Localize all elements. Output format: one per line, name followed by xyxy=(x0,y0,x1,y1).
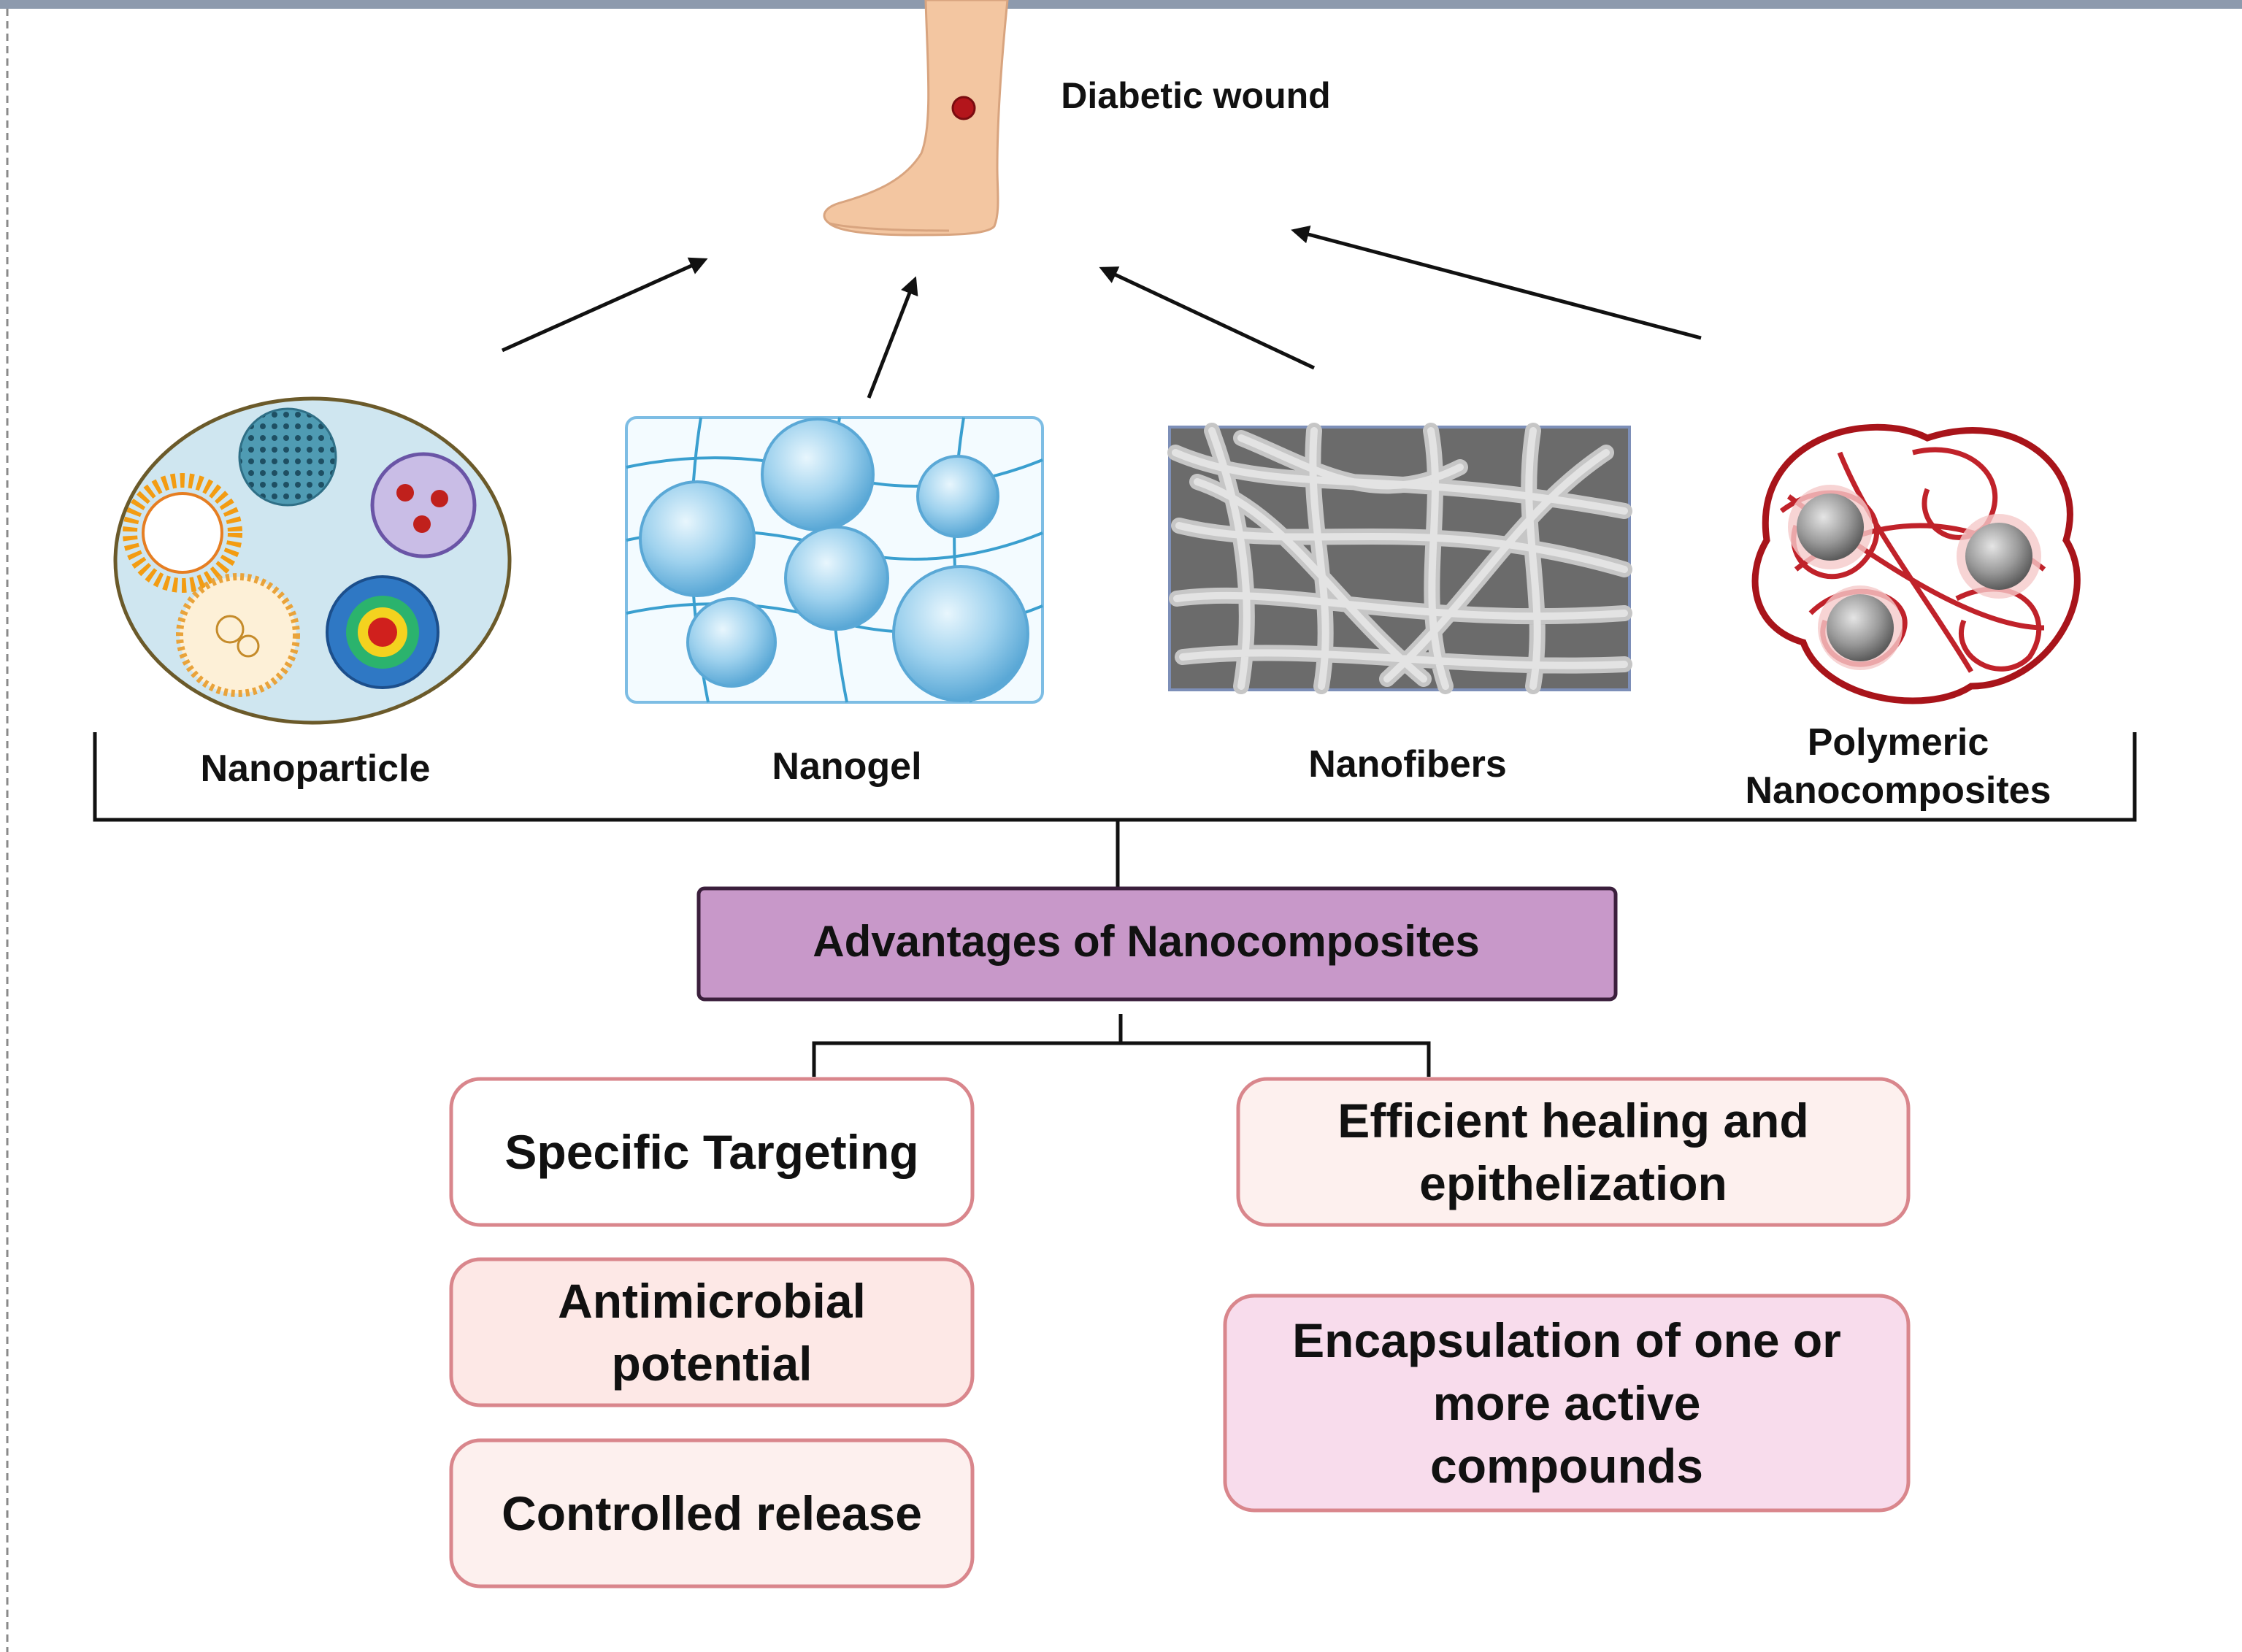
nanofibers-label-line: Nanofibers xyxy=(1308,743,1507,785)
advantages-title: Advantages of Nanocomposites xyxy=(813,917,1480,966)
dendrimer-icon xyxy=(326,575,439,689)
advantages-title-box: Advantages of Nanocomposites xyxy=(696,886,1618,1002)
advantage-text-left-2-line: Controlled release xyxy=(502,1486,922,1540)
advantage-box-right-0 xyxy=(1236,1077,1911,1227)
nanofibers-illustration xyxy=(1167,423,1632,694)
nanogel-illustration xyxy=(625,416,1044,704)
polymeric-nanocomposites-label-line: Nanocomposites xyxy=(1746,769,2051,812)
advantage-text-right-1-line: more active xyxy=(1433,1376,1701,1430)
wound-label: Diabetic wound xyxy=(1061,75,1330,116)
top-border xyxy=(0,0,2242,9)
advantage-text-left-1: Antimicrobial potential xyxy=(558,1274,866,1391)
arrow-polymeric xyxy=(1291,226,1702,340)
nanogel-label-line: Nanogel xyxy=(772,745,921,788)
advantage-box-left-1 xyxy=(449,1257,975,1407)
advantage-text-left-0: Specific Targeting xyxy=(504,1125,918,1179)
advantage-text-left-0-line: Specific Targeting xyxy=(504,1125,918,1179)
polymeric-nanocomposites-label-line: Polymeric xyxy=(1808,721,1989,764)
nanocapsule-icon xyxy=(370,452,477,558)
advantage-text-right-0: Efficient healing and epithelization xyxy=(1337,1094,1808,1210)
advantage-text-right-0-line: Efficient healing and xyxy=(1337,1094,1808,1148)
advantages-bracket xyxy=(812,1014,1431,1077)
arrow-nanoparticle xyxy=(501,257,708,353)
advantage-text-right-1-line: Encapsulation of one or xyxy=(1292,1313,1841,1367)
advantage-text-left-1-line: potential xyxy=(612,1337,813,1391)
leg-illustration xyxy=(823,0,1009,237)
arrow-nanogel xyxy=(867,276,918,399)
advantage-box-left-0 xyxy=(449,1077,975,1227)
advantage-text-left-1-line: Antimicrobial xyxy=(558,1274,866,1328)
liposome-icon xyxy=(123,473,242,593)
advantage-box-right-1 xyxy=(1223,1294,1911,1513)
category-bracket xyxy=(93,732,2137,887)
advantage-box-left-2 xyxy=(449,1438,975,1588)
nanofibers-label: Nanofibers xyxy=(1308,743,1507,785)
advantage-text-right-1-line: compounds xyxy=(1430,1439,1703,1493)
wound-icon xyxy=(951,96,976,120)
polymeric-nanocomposite-illustration xyxy=(1748,398,2081,712)
advantage-text-left-2: Controlled release xyxy=(502,1486,922,1540)
nanoparticle-label-line: Nanoparticle xyxy=(201,748,431,790)
nanoparticle-label: Nanoparticle xyxy=(201,748,431,790)
micelle-icon xyxy=(176,573,300,697)
arrow-nanofibers xyxy=(1099,266,1316,370)
advantage-text-right-0-line: epithelization xyxy=(1419,1156,1727,1210)
nanogel-label: Nanogel xyxy=(772,745,921,788)
nanoparticle-illustration xyxy=(113,396,512,725)
advantage-text-right-1: Encapsulation of one or more active compou… xyxy=(1292,1313,1841,1493)
